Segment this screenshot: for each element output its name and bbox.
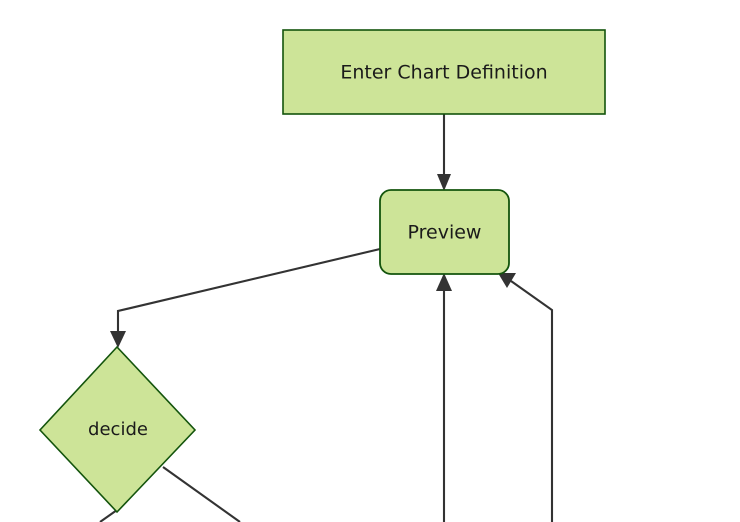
edge-bottom-center-to-preview [436, 273, 452, 522]
edge-bottom-right-to-preview [498, 273, 554, 522]
node-label-enter-chart-definition: Enter Chart Definition [340, 62, 547, 84]
node-decide[interactable]: decide [38, 345, 197, 514]
arrowhead-icon [436, 273, 452, 291]
node-shape-rectangle[interactable] [282, 29, 606, 115]
arrowhead-icon [437, 174, 451, 191]
node-label-decide: decide [88, 419, 148, 440]
node-shape-rounded-rectangle[interactable] [379, 189, 510, 275]
edge-line [99, 509, 118, 522]
edge-line [162, 466, 241, 522]
edge-enter-to-preview [437, 114, 451, 191]
node-shape-diamond[interactable] [38, 345, 197, 514]
edge-decide-right-branch [162, 466, 241, 522]
edge-line [510, 280, 554, 522]
edge-decide-bottom-branch [99, 509, 118, 522]
node-label-preview: Preview [408, 222, 482, 244]
edge-preview-to-decide [110, 247, 381, 348]
edge-line [116, 247, 381, 338]
arrowhead-icon [110, 331, 126, 348]
node-preview[interactable]: Preview [379, 189, 510, 275]
node-enter-chart-definition[interactable]: Enter Chart Definition [282, 29, 606, 115]
arrowhead-icon [498, 273, 516, 288]
